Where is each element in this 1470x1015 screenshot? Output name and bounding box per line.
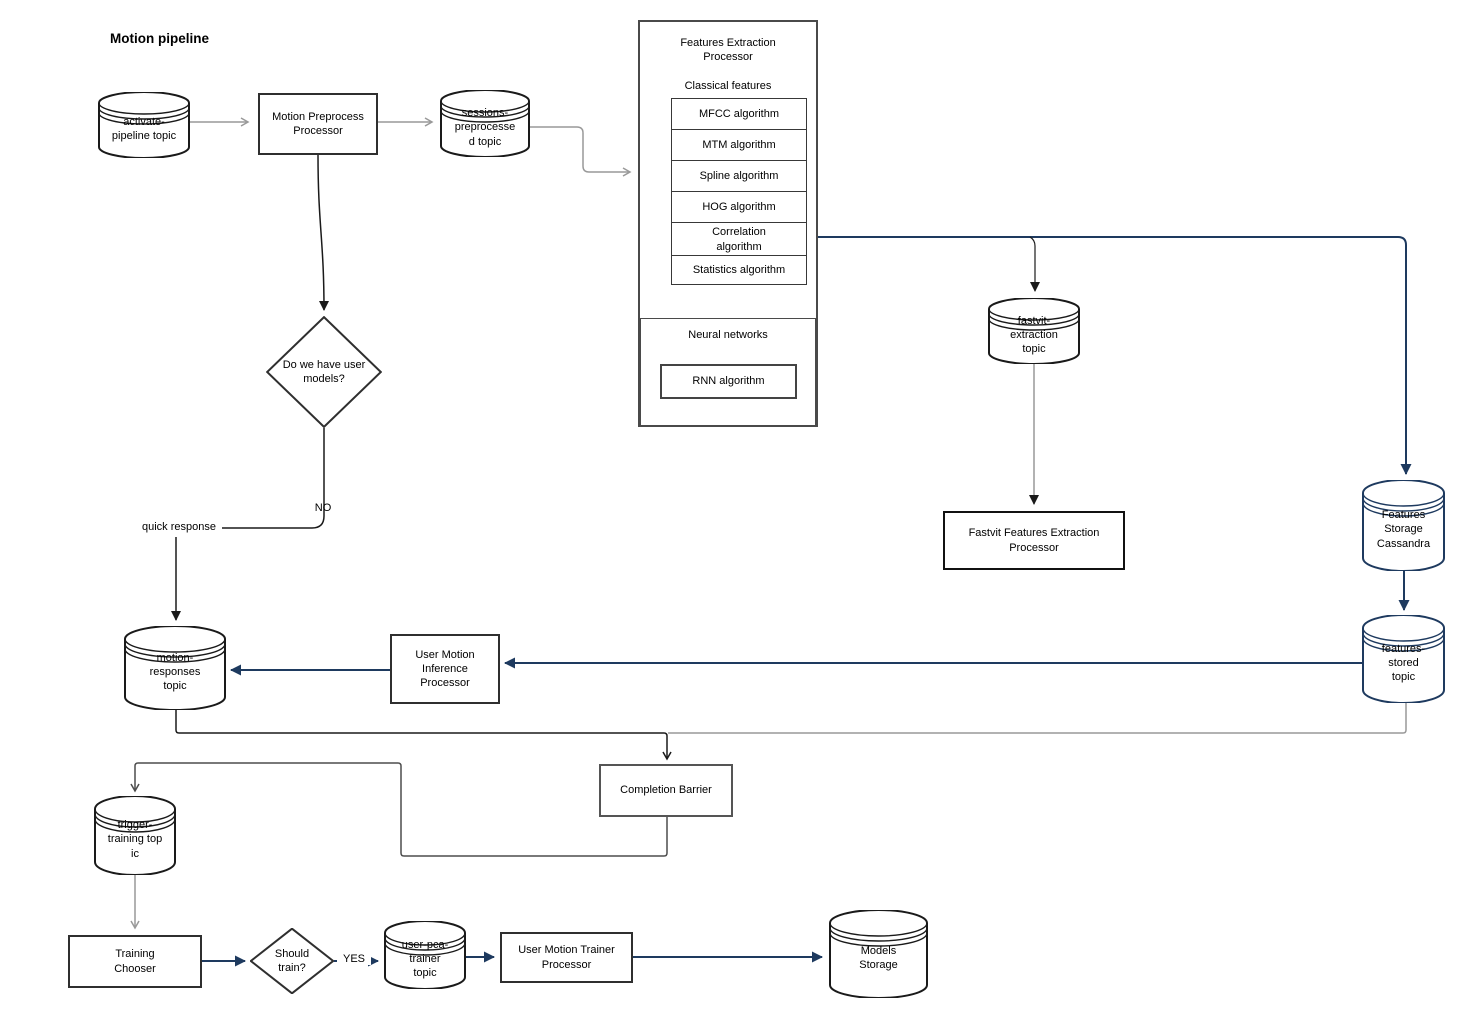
- node-label: MFCC algorithm: [698, 107, 780, 120]
- edge-features-stored-to-join: [668, 702, 1407, 734]
- edge-label-quick-response: quick response: [142, 521, 216, 533]
- edge-label-no: NO: [314, 502, 332, 514]
- node-mfcc-algorithm: MFCC algorithm: [671, 98, 807, 130]
- node-motion-preprocess-processor: Motion Preprocess Processor: [258, 93, 378, 155]
- cylinder-shape: [384, 921, 466, 989]
- node-motion-responses-topic: motion- responses topic: [124, 626, 226, 710]
- node-label: Do we have user models?: [282, 358, 366, 385]
- node-statistics-algorithm: Statistics algorithm: [671, 255, 807, 285]
- neural-networks-label: Neural networks: [688, 329, 768, 341]
- node-features-stored-topic: features- stored topic: [1362, 615, 1445, 703]
- node-rnn-algorithm: RNN algorithm: [660, 364, 797, 399]
- node-label: Training Chooser: [114, 948, 156, 975]
- node-sessions-preprocessed-topic: sessions- preprocesse d topic: [440, 90, 530, 157]
- node-completion-barrier: Completion Barrier: [599, 764, 733, 817]
- node-fastvit-features-extraction-processor: Fastvit Features Extraction Processor: [943, 511, 1125, 570]
- page-title: Motion pipeline: [110, 31, 209, 46]
- node-label: sessions- preprocesse d topic: [454, 107, 516, 148]
- cylinder-shape: [94, 796, 176, 875]
- cylinder-shape: [1362, 615, 1445, 703]
- edge-features-extraction-to-fastvit-topic: [1029, 236, 1040, 292]
- diamond-shape: [266, 316, 382, 428]
- node-label: MTM algorithm: [702, 138, 776, 151]
- node-label: activate- pipeline topic: [111, 115, 177, 142]
- node-label: HOG algorithm: [702, 200, 776, 213]
- node-spline-algorithm: Spline algorithm: [671, 160, 807, 192]
- node-correlation-algorithm: Correlation algorithm: [671, 222, 807, 257]
- node-activate-pipeline-topic: activate- pipeline topic: [98, 92, 190, 158]
- node-label: Correlation algorithm: [712, 226, 766, 253]
- node-decision-user-models: Do we have user models?: [266, 316, 382, 428]
- node-training-chooser: Training Chooser: [68, 935, 202, 988]
- edge-completion-barrier-to-trigger-training: [130, 762, 668, 857]
- cylinder-shape: [988, 298, 1080, 364]
- node-hog-algorithm: HOG algorithm: [671, 191, 807, 223]
- edge-motion-responses-to-completion-barrier: [175, 710, 672, 761]
- node-neural-networks: Neural networks RNN algorithm: [640, 318, 816, 426]
- edge-features-extraction-to-cassandra: [818, 236, 1412, 475]
- node-label: Motion Preprocess Processor: [272, 110, 364, 137]
- node-label: Should train?: [274, 947, 310, 974]
- node-label: User Motion Trainer Processor: [518, 944, 615, 971]
- cylinder-shape: [1362, 480, 1445, 571]
- node-label: Completion Barrier: [620, 784, 712, 797]
- node-label: Statistics algorithm: [692, 263, 786, 276]
- node-decision-should-train: Should train?: [250, 928, 334, 994]
- node-label: User Motion Inference Processor: [415, 648, 475, 690]
- edge-preprocess-to-decision: [317, 154, 329, 311]
- node-fastvit-extraction-topic: fastvit- extraction topic: [988, 298, 1080, 364]
- node-features-storage-cassandra: Features Storage Cassandra: [1362, 480, 1445, 571]
- cylinder-shape: [98, 92, 190, 158]
- features-extraction-title: Features Extraction Processor: [680, 37, 776, 64]
- classical-features-label: Classical features: [684, 80, 772, 92]
- cylinder-shape: [829, 910, 928, 998]
- node-label: RNN algorithm: [692, 375, 765, 388]
- node-label: Models Storage: [859, 944, 898, 971]
- node-label: Fastvit Features Extraction Processor: [968, 527, 1100, 554]
- edge-sessions-to-features-extraction: [530, 126, 632, 177]
- node-user-motion-inference-processor: User Motion Inference Processor: [390, 634, 500, 704]
- node-label: trigger- training top ic: [107, 819, 163, 860]
- node-label: features- stored topic: [1381, 642, 1426, 684]
- edge-decision-no-to-quick-response: [222, 428, 325, 529]
- node-user-motion-trainer-processor: User Motion Trainer Processor: [500, 932, 633, 983]
- node-label: Spline algorithm: [699, 169, 779, 182]
- diamond-shape: [250, 928, 334, 994]
- node-trigger-training-topic: trigger- training top ic: [94, 796, 176, 875]
- node-label: Features Storage Cassandra: [1376, 509, 1431, 550]
- edge-label-yes: YES: [337, 953, 371, 965]
- node-mtm-algorithm: MTM algorithm: [671, 129, 807, 161]
- node-label: fastvit- extraction topic: [1010, 314, 1058, 356]
- node-user-pca-trainer-topic: user-pca- trainer topic: [384, 921, 466, 989]
- cylinder-shape: [124, 626, 226, 710]
- node-models-storage: Models Storage: [829, 910, 928, 998]
- node-label: motion- responses topic: [149, 651, 201, 693]
- node-label: user-pca- trainer topic: [401, 938, 449, 980]
- cylinder-shape: [440, 90, 530, 157]
